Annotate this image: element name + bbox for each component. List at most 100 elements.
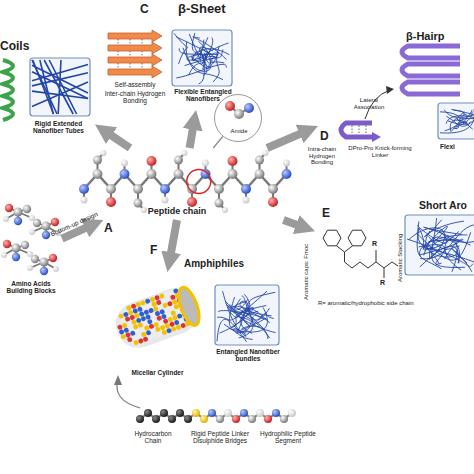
amphiphile-molecule [192, 409, 200, 417]
micelle-cylinder [170, 310, 176, 316]
stacking-image [424, 227, 471, 245]
peptide-molecule [202, 160, 209, 167]
micelle-cylinder [168, 290, 174, 296]
coil-helix [3, 60, 13, 120]
fmoc-structure [323, 230, 398, 278]
micelle-cylinder [123, 311, 129, 317]
peptide-molecule [162, 197, 169, 204]
amphiphile-molecule [216, 415, 224, 423]
micelle-cylinder [175, 324, 181, 330]
micelle-cylinder [166, 312, 172, 318]
micelle-cylinder [142, 320, 148, 326]
micelle-cylinder [172, 299, 178, 305]
annotation: Self-assembly [100, 81, 170, 88]
amphiphile-molecule [272, 409, 280, 417]
hairpin-panel: β-HairpFlexi [318, 30, 474, 155]
micelle-cylinder [128, 325, 134, 331]
peptide-molecule [141, 207, 147, 213]
micelle-cylinder [129, 314, 135, 320]
peptide-molecule [243, 197, 250, 204]
nanotube-image [44, 60, 73, 114]
micelle-cylinder [171, 326, 177, 332]
micelle-cylinder [128, 310, 134, 316]
fmoc-structure [345, 252, 399, 268]
micelle-cylinder [141, 331, 147, 337]
annotation: Intra-chain Hydrogen Bonding [298, 146, 346, 166]
amphiphile-molecule [232, 415, 240, 423]
amphiphile-molecule [176, 409, 184, 417]
micelle-cylinder [161, 313, 167, 319]
peptide-molecule [79, 184, 89, 194]
micelle-cylinder [145, 314, 151, 320]
peptide-molecule [214, 184, 224, 194]
micelle-cylinder [122, 322, 128, 328]
amino-acid-molecules [40, 267, 48, 275]
node-label: Flexible Entangled Nanofibers [170, 88, 236, 103]
peptide-molecule [93, 169, 103, 179]
micelle-cylinder [142, 305, 148, 311]
beta-sheet-strands [108, 42, 162, 54]
peptide-molecule [121, 160, 128, 167]
amino-acid-molecules [33, 219, 41, 227]
micelle-cylinder [163, 291, 169, 297]
substituent-label: R [372, 240, 377, 248]
peptide-molecule [134, 199, 143, 208]
micelle-cylinder [133, 340, 139, 346]
peptide-molecule [215, 199, 224, 208]
small-hairpin [372, 132, 381, 142]
micelle-cylinder [134, 328, 140, 334]
amphiphile-molecule [144, 409, 152, 417]
peptide-molecule [187, 170, 211, 194]
micelle: Micellar Cylinder [110, 272, 205, 382]
micelle-cylinder [159, 309, 165, 315]
micelle-cylinder [120, 334, 126, 340]
micelle-cylinder [167, 316, 173, 322]
micelle-cylinder [154, 295, 160, 301]
peptide-molecule [268, 184, 278, 194]
micelle-cylinder [149, 296, 155, 302]
peptide-molecule [101, 150, 107, 156]
amino-acid-molecules [42, 222, 51, 231]
amino-acid-group: Amino Acids Building Blocks [0, 200, 62, 305]
micelle-cylinder [110, 282, 205, 354]
micelle-cylinder [139, 311, 145, 317]
node-label: Micellar Cylinder [110, 369, 205, 376]
panel-letter: E [322, 207, 330, 220]
micelle-cylinder [120, 318, 126, 324]
peptide-molecule [255, 156, 264, 165]
micelle-cylinder [161, 329, 167, 335]
nanotube-image [32, 91, 88, 98]
node-label: Peptide chain [127, 206, 227, 216]
micelle-cylinder [157, 304, 163, 310]
annotation: Aromatic Stacking [397, 220, 404, 282]
micelle-cylinder [151, 301, 157, 307]
small-hairpin [386, 86, 394, 94]
hydrogen-bonds [118, 63, 119, 69]
amphiphile-molecule [160, 409, 168, 417]
micelle-cylinder [125, 316, 131, 322]
annotation: Lateral Association [348, 97, 390, 110]
panel-letter: A [104, 222, 113, 235]
panel-heading: β-Hairp [406, 30, 474, 42]
panel-letter: F [150, 244, 157, 257]
amphiphile-molecule [136, 415, 144, 423]
fmoc-structure [384, 268, 385, 278]
peptide-molecule [228, 156, 238, 166]
amino-acid-molecules [1, 204, 61, 275]
block-arrow [267, 131, 307, 148]
stacking-image [417, 228, 441, 269]
amide-atoms [225, 101, 254, 119]
peptide-molecule [283, 160, 290, 167]
amino-acid-molecules [12, 253, 20, 261]
hairpin-stack [402, 64, 460, 76]
amino-acid-molecules [14, 217, 22, 225]
micelle-cylinder [118, 313, 124, 319]
amino-acid-molecules [51, 218, 59, 226]
amide-atoms [234, 109, 244, 119]
node-label: Short Aro [419, 200, 474, 212]
block-arrow [105, 131, 130, 148]
micelle-cylinder [157, 331, 163, 337]
nanofiber-image [438, 103, 474, 139]
coils-panel: CoilsRigid Extended Nanofiber Tubes [0, 40, 95, 145]
peptide-molecule [160, 184, 170, 194]
